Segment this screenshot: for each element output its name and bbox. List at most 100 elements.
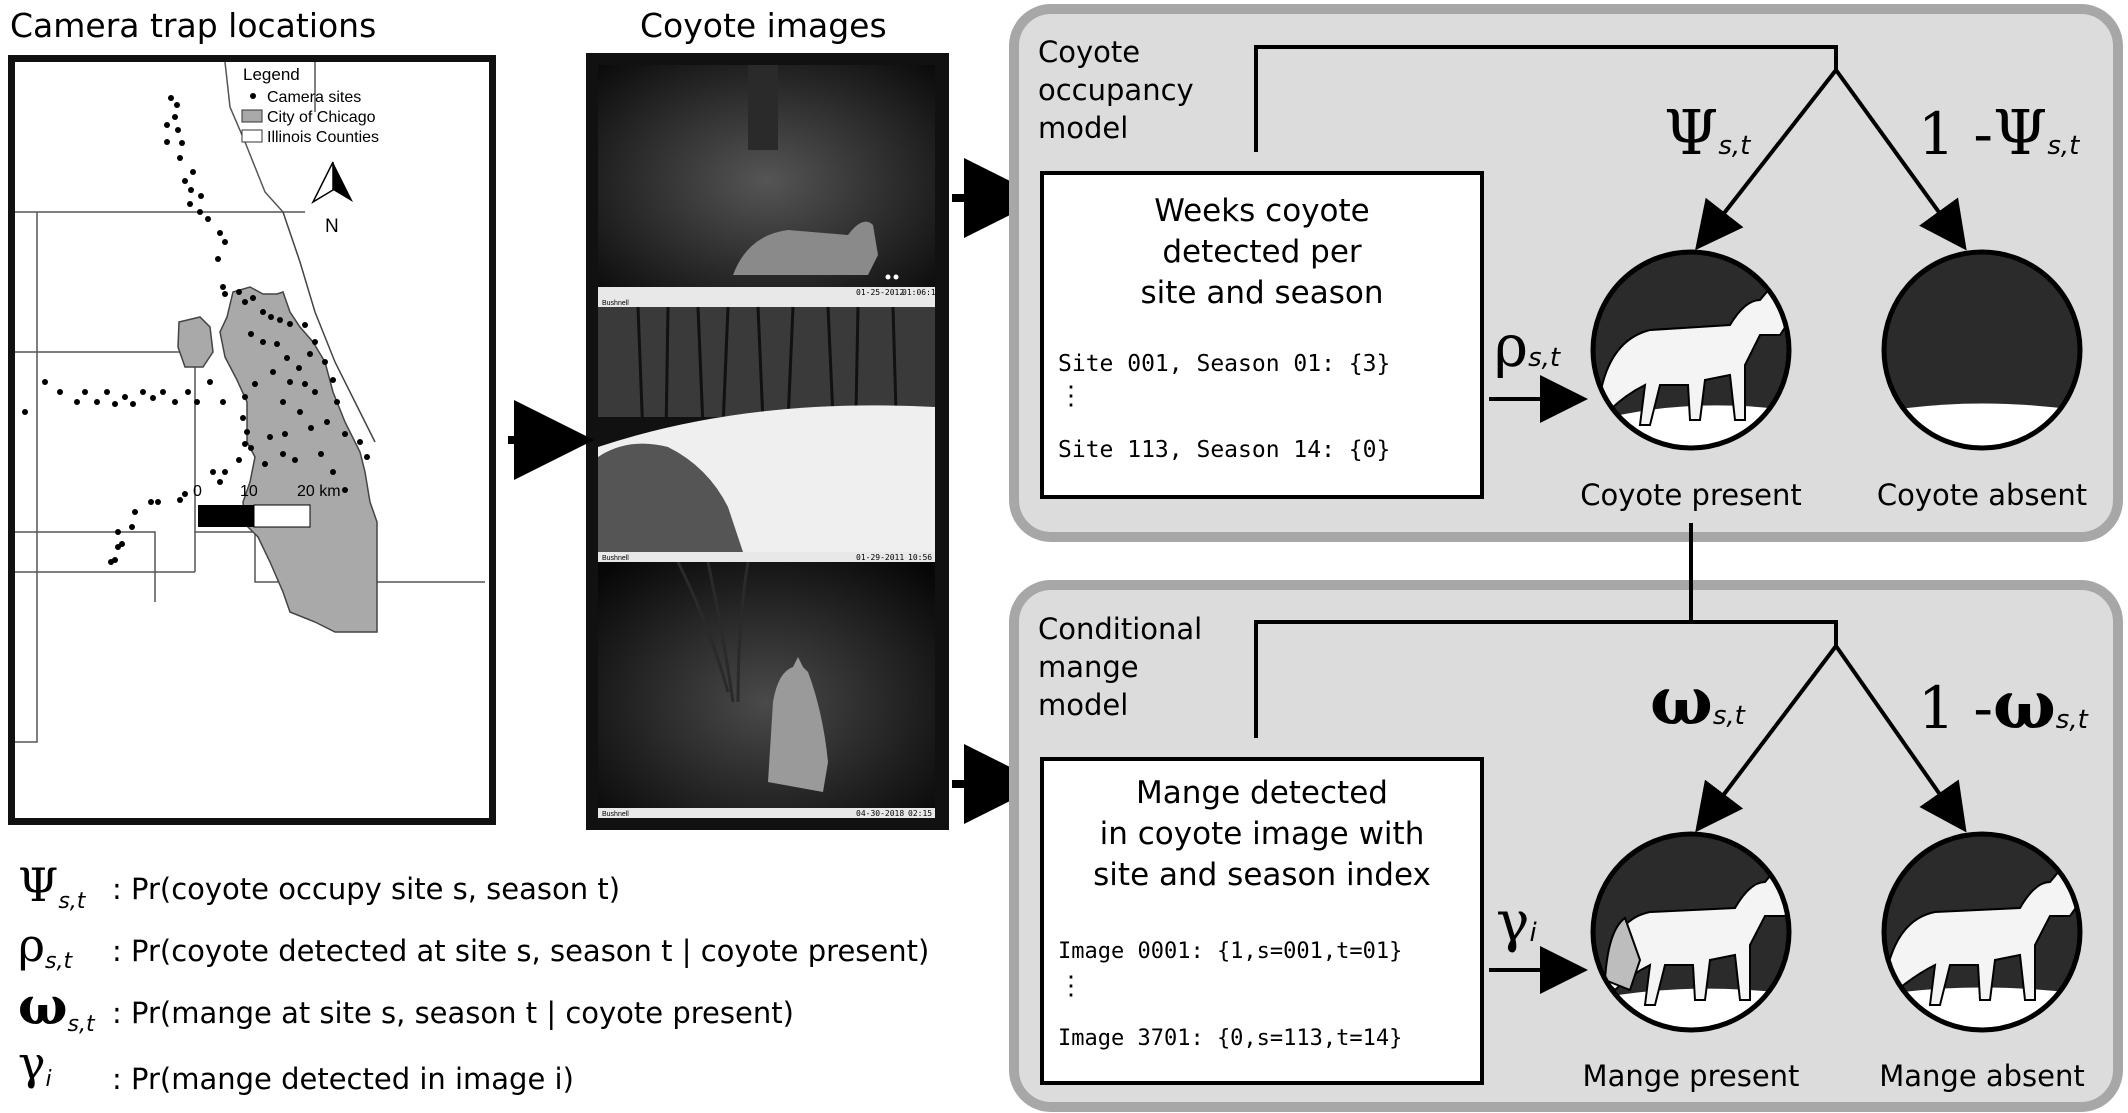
legend-counties: Illinois Counties — [267, 129, 379, 146]
rho-label: ρs,t — [1494, 312, 1561, 380]
camera-site-dot — [164, 122, 170, 128]
camera-site-dot — [342, 487, 348, 493]
camera-site-dot — [222, 469, 228, 475]
camera-site-dot — [242, 441, 248, 447]
camera-site-dot — [177, 155, 183, 161]
legend-city: City of Chicago — [267, 109, 376, 126]
camera-site-dot — [179, 140, 185, 146]
camera-site-dot — [112, 401, 118, 407]
camera-site-dot — [217, 230, 223, 236]
mange-row-1: Image 0001: {1,s=001,t=01} — [1058, 939, 1403, 964]
camera-site-dot — [194, 399, 200, 405]
svg-text:0: 0 — [193, 483, 202, 500]
camera-site-dot — [220, 399, 226, 405]
camera-site-dot — [270, 369, 276, 375]
camera-site-dot — [364, 454, 370, 460]
camera-site-dot — [240, 415, 246, 421]
camera-site-dot — [115, 529, 121, 535]
psi-branch-arrow — [1695, 68, 1838, 251]
photo-3-time: 02:15 — [908, 809, 932, 818]
legend-title: Legend — [243, 65, 300, 84]
camera-site-dot — [74, 399, 80, 405]
one-minus-psi-branch-arrow — [1834, 68, 1967, 251]
occupancy-box-title: Weeks coyote detected per site and seaso… — [1140, 193, 1384, 311]
mange-absent-circle — [1881, 831, 2083, 1033]
camera-site-dot — [82, 389, 88, 395]
camera-site-dot — [122, 394, 128, 400]
coyote-photo-1: 01-25-2012 01:06:18 — [598, 65, 935, 297]
camera-site-dot — [148, 499, 154, 505]
camera-site-dot — [130, 401, 136, 407]
legend-psi-text: : Pr(coyote occupy site s, season t) — [112, 872, 621, 906]
mange-present-label: Mange present — [1582, 1059, 1800, 1093]
camera-site-dot — [268, 314, 274, 320]
omega-branch-arrow — [1695, 644, 1838, 833]
camera-site-dot — [155, 499, 161, 505]
omega-label: ωs,t — [1650, 662, 1745, 740]
camera-site-dot — [252, 381, 258, 387]
legend-gamma: γi — [18, 1036, 52, 1092]
camera-site-dot — [217, 479, 223, 485]
mange-present-circle — [1590, 831, 1792, 1033]
camera-trap-map: Legend Camera sites City of Chicago Illi… — [8, 55, 496, 825]
camera-site-dot — [222, 291, 228, 297]
camera-site-dot — [262, 461, 268, 467]
svg-text:Bushnell: Bushnell — [602, 555, 629, 562]
camera-site-dot — [267, 434, 273, 440]
camera-site-dot — [129, 524, 135, 530]
camera-site-dot — [280, 399, 286, 405]
camera-site-dot — [312, 389, 318, 395]
psi-label: Ψs,t — [1664, 96, 1751, 169]
camera-site-dot — [140, 389, 146, 395]
camera-site-dot — [248, 331, 254, 337]
camera-site-dot — [308, 425, 314, 431]
svg-text:10: 10 — [240, 483, 258, 500]
camera-site-dot — [190, 169, 196, 175]
camera-site-dot — [205, 216, 211, 222]
camera-site-dot — [248, 445, 254, 451]
camera-site-dot — [150, 395, 156, 401]
camera-site-dot — [174, 102, 180, 108]
camera-site-dot — [242, 394, 248, 400]
photo-2-brand: Bushnell — [602, 300, 629, 307]
camera-site-dot — [334, 399, 340, 405]
mange-ellipsis: ⋮ — [1058, 971, 1084, 1001]
camera-site-dot — [287, 321, 293, 327]
occupancy-ellipsis: ⋮ — [1058, 381, 1084, 411]
one-minus-psi-label: 1 -Ψs,t — [1918, 96, 2080, 169]
camera-site-dot — [168, 95, 174, 101]
camera-site-dot — [250, 295, 256, 301]
photo-3-brand: Bushnell — [602, 811, 629, 818]
photo-1-time: 01:06:18 — [902, 288, 935, 297]
camera-site-dot — [260, 339, 266, 345]
legend-gamma-text: : Pr(mange detected in image i) — [112, 1062, 574, 1096]
map-drawing: Legend Camera sites City of Chicago Illi… — [15, 62, 485, 743]
camera-site-dot — [330, 469, 336, 475]
camera-site-dot — [287, 379, 293, 385]
occupancy-tree-line — [1254, 45, 1838, 152]
one-minus-omega-label: 1 -ωs,t — [1918, 666, 2088, 744]
camera-site-dot — [222, 239, 228, 245]
mange-box-title: Mange detected in coyote image with site… — [1093, 775, 1431, 893]
camera-site-dot — [177, 497, 183, 503]
camera-site-dot — [307, 351, 313, 357]
coyote-absent-circle — [1881, 249, 2083, 451]
camera-site-dot — [187, 201, 193, 207]
photo-3-date: 04-30-2018 — [856, 809, 904, 818]
mange-data-box: Mange detected in coyote image with site… — [1040, 757, 1484, 1085]
camera-site-dot — [108, 559, 114, 565]
camera-site-dot — [302, 381, 308, 387]
camera-site-dot — [104, 389, 110, 395]
camera-site-dot — [236, 289, 242, 295]
camera-site-dot — [188, 187, 194, 193]
camera-site-dot — [297, 409, 303, 415]
ohare-area — [177, 316, 214, 368]
camera-site-dot — [260, 309, 266, 315]
legend-omega: ωs,t — [18, 976, 95, 1037]
legend-psi: Ψs,t — [18, 858, 86, 914]
camera-site-dot — [330, 377, 336, 383]
camera-site-dot — [22, 409, 28, 415]
camera-site-dot — [312, 339, 318, 345]
camera-site-dot — [292, 457, 298, 463]
scale-bar: 0 10 20 km — [193, 483, 341, 528]
